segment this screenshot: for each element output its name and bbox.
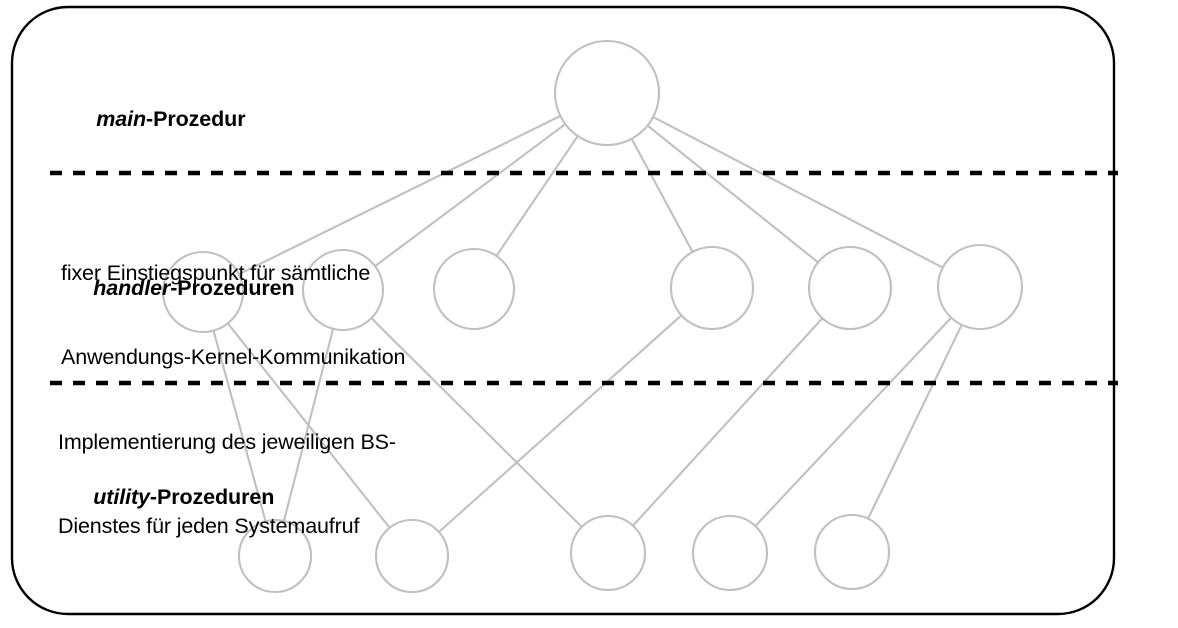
node-handler-h4[interactable] — [669, 245, 755, 331]
edge-m1-h5 — [646, 124, 820, 264]
edge-m1-h3 — [495, 134, 579, 257]
edge-group — [212, 114, 963, 534]
edge-h1-u1 — [212, 329, 267, 523]
node-group — [161, 39, 1024, 594]
edge-m1-h6 — [652, 115, 944, 269]
edge-m1-h1 — [237, 114, 562, 276]
edge-h2-u1 — [282, 327, 335, 523]
node-handler-h6[interactable] — [936, 243, 1024, 331]
node-utility-u1[interactable] — [237, 518, 313, 594]
edge-h4-u2 — [437, 314, 683, 534]
edge-h6-u4 — [754, 316, 953, 528]
edge-m1-h2 — [374, 123, 567, 268]
node-utility-u3[interactable] — [569, 514, 647, 592]
node-utility-u2[interactable] — [374, 518, 450, 594]
node-handler-h5[interactable] — [807, 245, 893, 331]
node-handler-h1[interactable] — [161, 250, 245, 334]
node-utility-u5[interactable] — [813, 513, 891, 591]
node-utility-u4[interactable] — [691, 514, 769, 592]
diagram-frame — [10, 5, 1116, 616]
node-handler-h3[interactable] — [432, 247, 516, 331]
edge-h2-u3 — [370, 317, 583, 528]
edge-h5-u3 — [631, 317, 824, 527]
node-main-m1[interactable] — [553, 39, 661, 147]
edge-h6-u5 — [867, 323, 963, 520]
diagram-border — [10, 5, 1116, 616]
edge-m1-h4 — [630, 137, 694, 253]
node-handler-h2[interactable] — [301, 248, 385, 332]
layer-divider-group — [50, 170, 1118, 386]
